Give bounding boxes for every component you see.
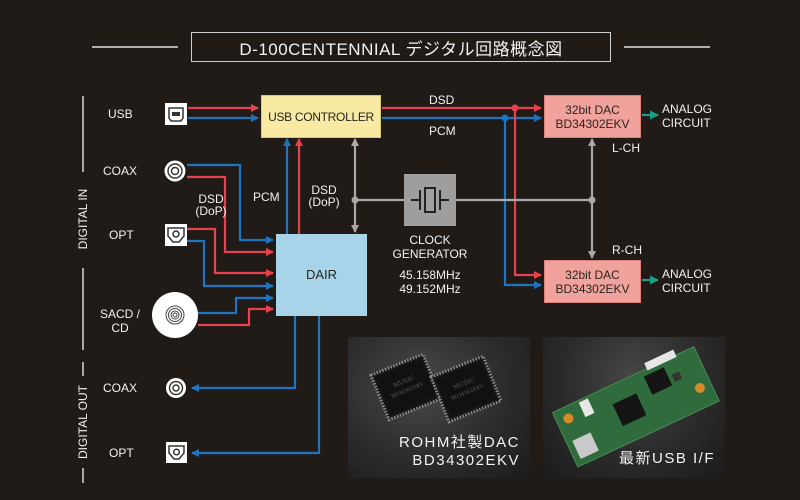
dac-r-channel: R-CH bbox=[612, 243, 642, 257]
analog-l-label: ANALOG CIRCUIT bbox=[662, 102, 712, 130]
dair-block: DAIR bbox=[276, 234, 367, 316]
junction-pcm bbox=[501, 114, 509, 122]
coax-in-jack-icon bbox=[164, 160, 186, 182]
opt-in-port-icon bbox=[165, 224, 187, 246]
dsd-dop-mid-label: DSD (DoP) bbox=[305, 184, 343, 208]
dsd-dop-left-line2: (DoP) bbox=[195, 204, 227, 218]
dac-caption-line2: BD34302EKV bbox=[412, 452, 520, 469]
pcm-to-dac-r bbox=[503, 118, 542, 289]
usb-photo-caption: 最新USB I/F bbox=[619, 450, 715, 468]
dsd-dop-mid-line2: (DoP) bbox=[308, 195, 340, 209]
dac-photo-caption: ROHM社製DAC BD34302EKV bbox=[399, 434, 520, 470]
dac-l-line1: 32bit DAC bbox=[565, 102, 620, 117]
coax-pcm-line bbox=[187, 163, 274, 244]
usb-controller-block: USB CONTROLLER bbox=[261, 95, 381, 138]
digital-in-label: DIGITAL IN bbox=[76, 188, 90, 250]
dac-l-channel: L-CH bbox=[612, 141, 641, 155]
out-opt-line bbox=[191, 316, 321, 457]
input-opt-label: OPT bbox=[109, 228, 134, 242]
usb-board-illustration bbox=[551, 345, 720, 468]
junction-dsd bbox=[511, 104, 519, 112]
opt-pcm-line bbox=[187, 239, 274, 290]
sacd-dsd-line bbox=[198, 305, 274, 327]
dac-r-line1: 32bit DAC bbox=[565, 267, 620, 282]
clock-freq-1: 45.158MHz bbox=[399, 268, 461, 282]
sacd-pcm-line bbox=[198, 294, 274, 315]
dsd-dop-left-label: DSD (DoP) bbox=[193, 193, 229, 217]
pcm-up-label: PCM bbox=[253, 190, 280, 204]
input-coax-label: COAX bbox=[103, 164, 138, 178]
clock-name-line1: CLOCK bbox=[409, 233, 451, 247]
analog-l-line1: ANALOG bbox=[662, 102, 713, 116]
dac-chip-2: MUSIC BD34302EKV bbox=[429, 354, 503, 424]
dac-l-block: 32bit DAC BD34302EKV bbox=[544, 95, 641, 138]
opt-dsd-line bbox=[187, 227, 274, 277]
clock-generator-label: CLOCK GENERATOR bbox=[380, 233, 480, 261]
input-usb-label: USB bbox=[108, 107, 133, 121]
dac-r-line2: BD34302EKV bbox=[555, 281, 630, 296]
dsd-to-dac-r bbox=[513, 108, 542, 279]
usb-caption-line1: 最新USB I/F bbox=[618, 450, 715, 467]
clock-freq-2: 49.152MHz bbox=[399, 282, 461, 296]
usb-board-photo: 最新USB I/F bbox=[543, 337, 725, 478]
dac-r-block: 32bit DAC BD34302EKV bbox=[544, 260, 641, 303]
disc-icon bbox=[152, 292, 198, 338]
dsd-dop-mid-line1: DSD bbox=[311, 183, 337, 197]
diagram-title: D-100CENTENNIAL デジタル回路概念図 bbox=[191, 32, 611, 62]
output-opt-label: OPT bbox=[109, 446, 134, 460]
dac-caption-line1: ROHM社製DAC bbox=[399, 434, 520, 451]
analog-r-label: ANALOG CIRCUIT bbox=[662, 267, 712, 295]
junction-clock-left bbox=[351, 196, 359, 204]
out-coax-line bbox=[191, 316, 297, 392]
output-coax-label: COAX bbox=[103, 381, 138, 395]
dac-chips-photo: MUSIC BD34302EKV MUSIC BD34302EKV ROHM社製… bbox=[348, 337, 530, 478]
opt-out-port-icon bbox=[166, 442, 187, 463]
coax-dsd-line bbox=[187, 175, 274, 256]
pcm-signal-label: PCM bbox=[429, 124, 456, 138]
analog-l-line2: CIRCUIT bbox=[662, 116, 711, 130]
digital-out-label: DIGITAL OUT bbox=[76, 385, 90, 460]
analog-r-line1: ANALOG bbox=[662, 267, 713, 281]
analog-r-line2: CIRCUIT bbox=[662, 281, 711, 295]
clock-name-line2: GENERATOR bbox=[392, 247, 468, 261]
dac-chip-illustration: MUSIC BD34302EKV MUSIC BD34302EKV bbox=[369, 352, 503, 424]
input-sacd-label: SACD / CD bbox=[99, 307, 140, 335]
dac-chip-1: MUSIC BD34302EKV bbox=[369, 352, 443, 422]
dsd-signal-label: DSD bbox=[429, 93, 455, 107]
crystal-oscillator-icon bbox=[404, 174, 456, 226]
usb-pcb bbox=[551, 345, 720, 468]
clock-frequencies: 45.158MHz 49.152MHz bbox=[380, 268, 480, 296]
usb-b-port-icon bbox=[165, 103, 187, 125]
dsd-dop-left-line1: DSD bbox=[198, 192, 224, 206]
junction-clock-right bbox=[588, 196, 596, 204]
dac-l-line2: BD34302EKV bbox=[555, 116, 630, 131]
coax-out-jack-icon bbox=[166, 378, 186, 398]
